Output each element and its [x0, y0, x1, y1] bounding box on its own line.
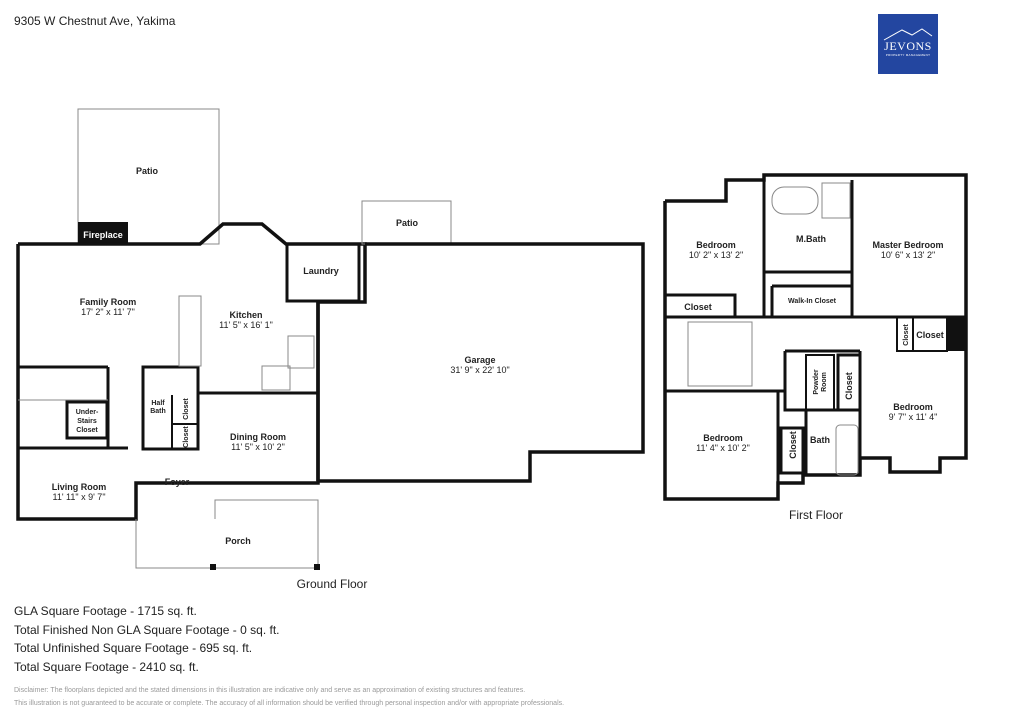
label-master-bedroom: Master Bedroom	[872, 240, 943, 250]
label-bedroom-nw: Bedroom	[696, 240, 736, 250]
dim-master-bedroom: 10' 6" x 13' 2"	[881, 250, 935, 260]
stat-finished-non-gla: Total Finished Non GLA Square Footage - …	[14, 622, 280, 637]
kitchen-counter	[178, 295, 202, 367]
disclaimer-line-2: This illustration is not guaranteed to b…	[14, 700, 565, 707]
shower	[821, 182, 851, 219]
dim-bedroom-sw: 11' 4" x 10' 2"	[696, 443, 750, 453]
ground-floor-plan	[16, 108, 645, 570]
label-foyer: Foyer	[165, 477, 190, 487]
label-porch: Porch	[225, 536, 251, 546]
label-bedroom-e: Bedroom	[893, 402, 933, 412]
label-fireplace: Fireplace	[83, 230, 123, 240]
dim-family-room: 17' 2" x 11' 7"	[81, 307, 135, 317]
label-powder-1: Powder	[813, 369, 820, 395]
label-closet-nw: Closet	[684, 302, 712, 312]
label-patio-right: Patio	[396, 218, 419, 228]
under-stairs-closet-outline	[65, 400, 109, 440]
label-powder-2: Room	[821, 372, 828, 392]
stat-total: Total Square Footage - 2410 sq. ft.	[14, 659, 199, 674]
label-garage: Garage	[464, 355, 495, 365]
porch-outline	[135, 499, 319, 569]
label-laundry: Laundry	[303, 266, 339, 276]
label-kitchen: Kitchen	[229, 310, 262, 320]
dim-bedroom-nw: 10' 2" x 13' 2"	[689, 250, 743, 260]
garage-walls	[318, 242, 645, 483]
label-under-stairs-1: Under-	[76, 409, 99, 416]
label-closet-small: Closet	[903, 324, 910, 346]
dim-bedroom-e: 9' 7" x 11' 4"	[889, 412, 938, 422]
label-bedroom-sw: Bedroom	[703, 433, 743, 443]
label-living-room: Living Room	[52, 482, 107, 492]
first-floor-title: First Floor	[789, 508, 843, 522]
label-walkin-closet: Walk-In Closet	[788, 298, 837, 305]
label-family-room: Family Room	[80, 297, 137, 307]
disclaimer-line-1: Disclaimer: The floorplans depicted and …	[14, 687, 526, 694]
label-closet-mid: Closet	[844, 372, 854, 400]
stove	[261, 365, 291, 391]
label-half-bath-2: Bath	[150, 408, 166, 415]
logo-subtext: PROPERTY MANAGEMENT	[885, 53, 931, 57]
stairs	[687, 321, 753, 387]
disclaimer: Disclaimer: The floorplans depicted and …	[14, 684, 564, 710]
dim-kitchen: 11' 5" x 16' 1"	[219, 320, 273, 330]
dim-dining-room: 11' 5" x 10' 2"	[231, 442, 285, 452]
dim-living-room: 11' 11" x 9' 7"	[52, 492, 105, 502]
bathtub	[771, 186, 819, 215]
label-half-bath-1: Half	[151, 400, 165, 407]
label-closet-a: Closet	[183, 398, 190, 420]
stat-gla: GLA Square Footage - 1715 sq. ft.	[14, 604, 197, 618]
label-under-stairs-3: Closet	[76, 427, 98, 434]
label-mbath: M.Bath	[796, 234, 826, 244]
property-address: 9305 W Chestnut Ave, Yakima	[14, 14, 176, 28]
first-floor-plan	[663, 173, 968, 501]
label-bath: Bath	[810, 435, 830, 445]
dim-garage: 31' 9" x 22' 10"	[450, 365, 509, 375]
label-closet-e: Closet	[916, 330, 944, 340]
house-roof-icon	[883, 28, 933, 41]
label-patio-left: Patio	[136, 166, 159, 176]
pantry	[287, 335, 315, 369]
label-closet-sw: Closet	[788, 431, 798, 459]
logo-text: JEVONS	[884, 39, 932, 53]
fireplace-block	[78, 222, 128, 244]
square-footage-stats: GLA Square Footage - 1715 sq. ft. Total …	[14, 602, 279, 676]
label-dining-room: Dining Room	[230, 432, 286, 442]
ground-floor-title: Ground Floor	[297, 577, 368, 591]
stat-unfinished: Total Unfinished Square Footage - 695 sq…	[14, 641, 253, 655]
closet-nw-outline	[663, 293, 737, 319]
label-closet-b: Closet	[183, 426, 190, 448]
laundry-outline	[285, 242, 361, 303]
label-under-stairs-2: Stairs	[77, 418, 97, 425]
bathtub-2	[835, 424, 859, 476]
company-logo: JEVONS PROPERTY MANAGEMENT	[878, 14, 938, 74]
